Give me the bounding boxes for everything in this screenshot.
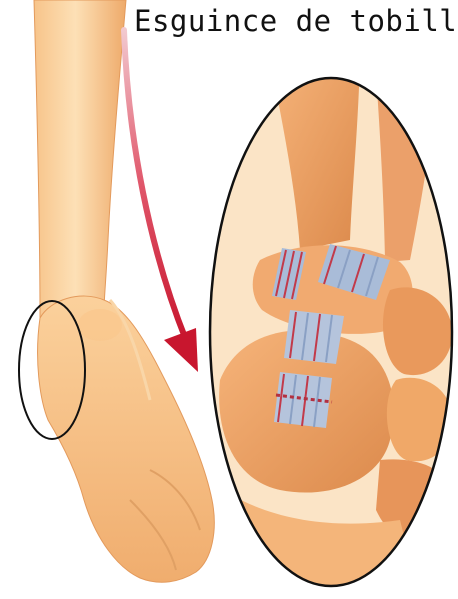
ankle-bone-bump xyxy=(78,309,122,341)
lower-leg xyxy=(34,0,126,320)
ligament-torn-middle xyxy=(284,310,344,364)
leg-and-foot xyxy=(34,0,214,582)
curved-arrow-icon xyxy=(124,30,198,372)
ligament-torn-lower xyxy=(274,372,332,428)
zoom-inset xyxy=(200,60,452,599)
